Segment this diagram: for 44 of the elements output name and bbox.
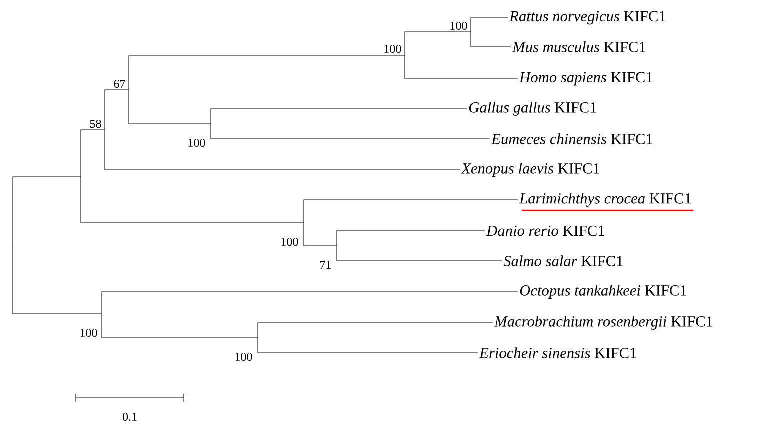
- branch: [210, 124, 490, 140]
- bootstrap-value: 100: [384, 44, 402, 54]
- taxon-label: Octopus tankahkeei KIFC1: [520, 285, 686, 299]
- branch: [258, 322, 494, 338]
- taxon-label: Eriocheir sinensis KIFC1: [479, 348, 636, 358]
- scale-label: 0.1: [122, 412, 137, 422]
- bootstrap-value: 67: [114, 80, 126, 88]
- branch: [104, 90, 130, 130]
- bootstrap-value: 100: [450, 22, 468, 30]
- branch: [304, 200, 518, 224]
- branch: [80, 176, 304, 224]
- taxon-label: Salmo salar KIFC1: [504, 256, 623, 266]
- branch: [12, 245, 102, 314]
- branch: [404, 32, 472, 56]
- taxon-label: Danio rerio KIFC1: [486, 226, 604, 236]
- branch: [102, 314, 258, 338]
- bootstrap-value: 71: [320, 261, 332, 269]
- branch: [128, 90, 212, 124]
- taxon-label: Rattus norvegicus KIFC1: [510, 11, 666, 25]
- branch: [104, 130, 460, 170]
- branch: [404, 56, 518, 80]
- branch: [470, 18, 508, 32]
- branch: [336, 246, 502, 262]
- branch: [304, 222, 338, 246]
- branch: [80, 130, 106, 178]
- taxon-label: Mus musculus KIFC1: [512, 42, 646, 52]
- taxon-label: Homo sapiens KIFC1: [519, 72, 652, 86]
- branch: [258, 338, 478, 354]
- branch: [470, 32, 512, 48]
- bootstrap-value: 100: [188, 138, 206, 148]
- taxon-label: Larimichthys crocea KIFC1: [519, 193, 691, 207]
- branch: [210, 108, 468, 124]
- branch: [336, 230, 486, 246]
- taxon-label: Eumeces chinensis KIFC1: [491, 134, 652, 144]
- taxon-label: Macrobrachium rosenbergii KIFC1: [494, 316, 713, 330]
- bootstrap-value: 58: [90, 120, 102, 128]
- bootstrap-value: 100: [80, 328, 98, 338]
- taxon-label: Xenopus laevis KIFC1: [461, 163, 600, 177]
- taxon-label: Gallus gallus KIFC1: [469, 102, 596, 116]
- branch: [12, 176, 82, 246]
- bootstrap-value: 100: [236, 352, 252, 362]
- bootstrap-value: 100: [282, 238, 298, 246]
- branch: [128, 56, 406, 90]
- branch: [102, 292, 518, 314]
